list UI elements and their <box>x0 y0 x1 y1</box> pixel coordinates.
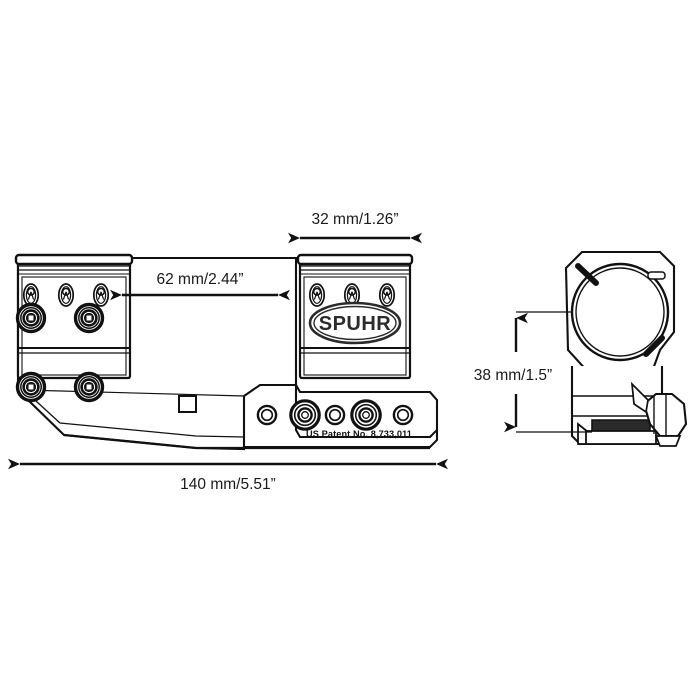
ring-bolt <box>73 371 105 403</box>
dimension-height: 38 mm/1.5” <box>474 311 592 433</box>
bolt-slot <box>22 283 40 307</box>
bolt-slot <box>92 283 110 307</box>
dimension-ring-width: 32 mm/1.26” <box>288 211 422 244</box>
bolt-slot <box>308 283 326 307</box>
brand-logo-text: SPUHR <box>319 313 392 335</box>
dimension-label-total-length: 140 mm/5.51” <box>180 476 276 493</box>
patent-label: US Patent No. 8,733,011 <box>306 429 412 439</box>
ring-bolt <box>73 302 105 334</box>
bolt-slot <box>378 283 396 307</box>
dimension-label-ring-spacing: 62 mm/2.44” <box>156 271 243 288</box>
dimension-label-ring-width: 32 mm/1.26” <box>311 211 398 228</box>
bolt-slot <box>57 283 75 307</box>
front-ring-block: SPUHR <box>296 253 414 380</box>
front-view <box>564 250 688 447</box>
side-view: SPUHR US Patent No. 8,733,011 <box>14 253 439 451</box>
rear-ring-block <box>14 253 134 403</box>
scope-ring <box>564 250 676 388</box>
spuhr-logo-badge: SPUHR <box>308 301 402 345</box>
dimension-total-length: 140 mm/5.51” <box>8 458 448 493</box>
recoil-lug <box>178 395 197 413</box>
clamp-lever <box>630 381 688 447</box>
ring-bolt <box>15 302 47 334</box>
ring-bolt <box>15 371 47 403</box>
rail-slot <box>585 419 657 445</box>
dimension-ring-spacing: 62 mm/2.44” <box>110 271 290 301</box>
dimension-label-height: 38 mm/1.5” <box>474 367 552 384</box>
